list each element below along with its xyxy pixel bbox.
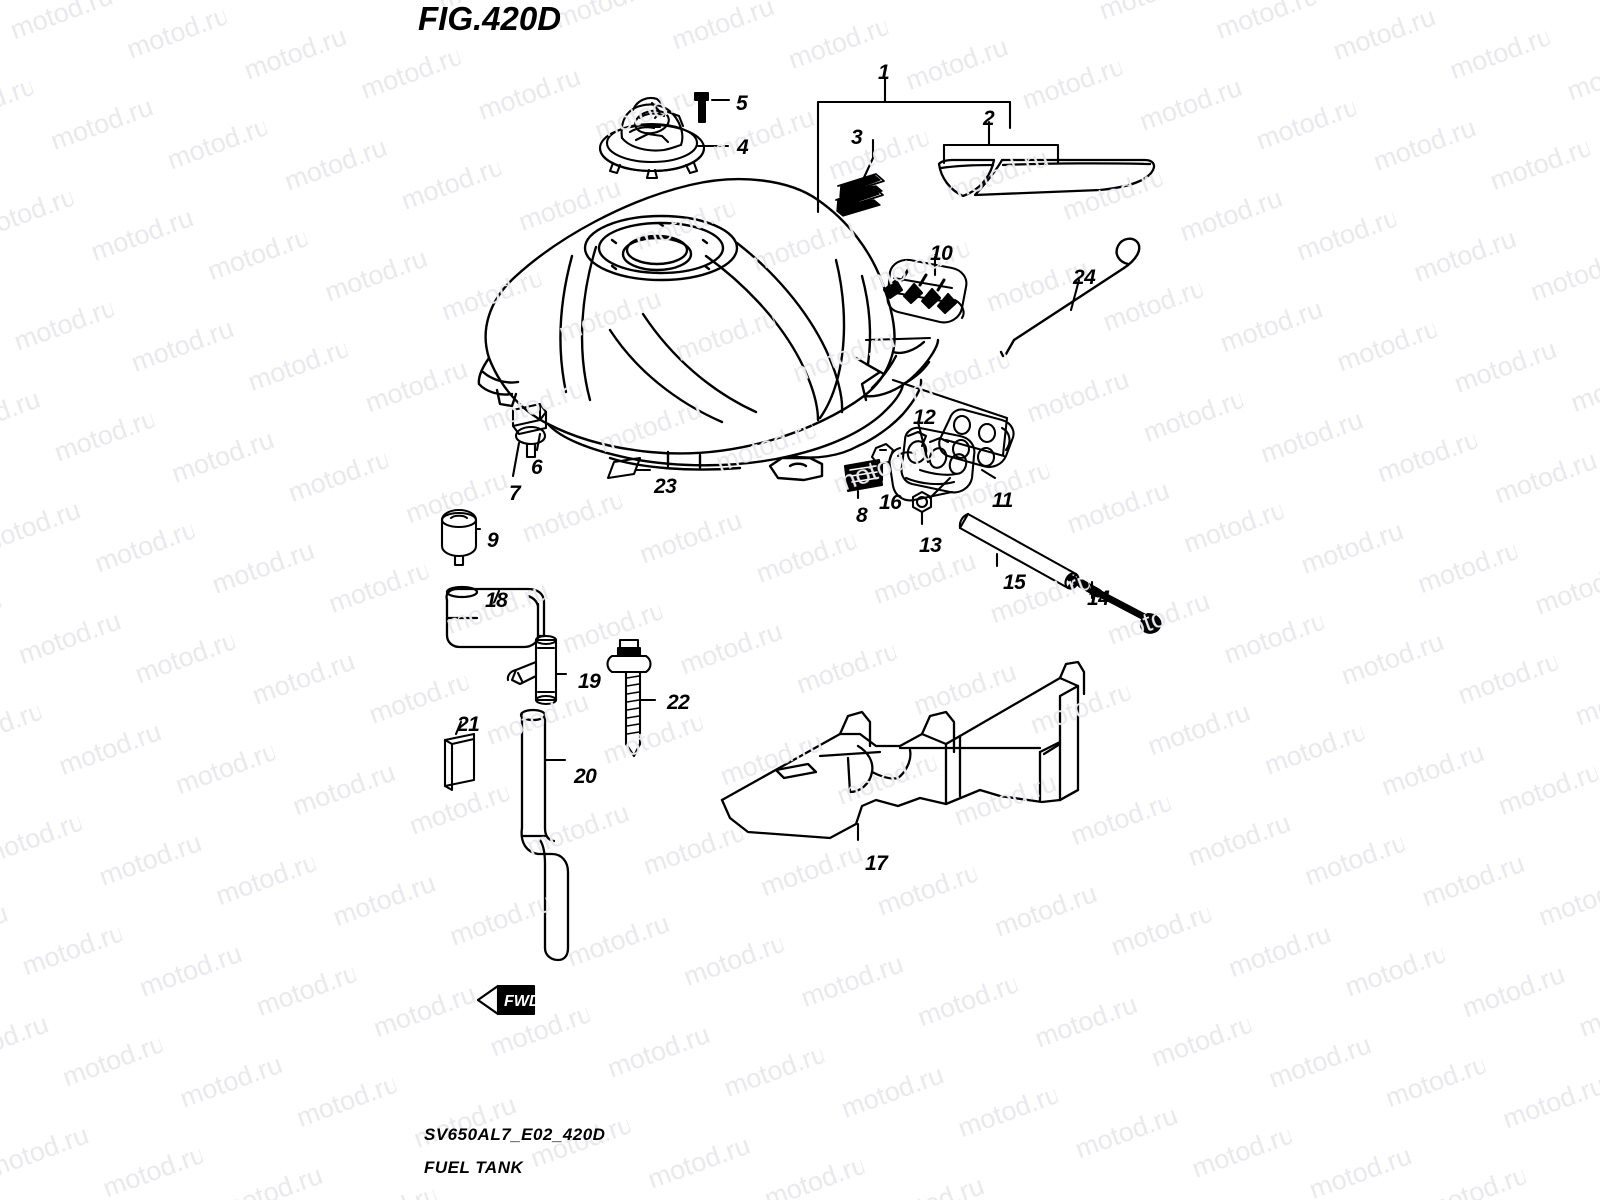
callout-three-way-joint: 19 xyxy=(578,670,601,693)
callout-tank-label: 23 xyxy=(654,475,677,498)
callout-tank-cushion: 6 xyxy=(531,456,543,479)
callout-breather-hose: 18 xyxy=(485,589,508,612)
callout-hose-clamp-band: 22 xyxy=(667,691,690,714)
callout-fuel-pump-bracket: 11 xyxy=(992,489,1013,512)
callout-fuel-cap-bolt: 5 xyxy=(736,92,748,115)
caption-name: FUEL TANK xyxy=(424,1158,524,1177)
callout-tank-pad: 8 xyxy=(856,504,868,527)
callout-pump-mount-nut: 13 xyxy=(919,534,942,557)
callout-suzuki-s-emblem: 3 xyxy=(851,126,863,149)
callout-drain-hose: 20 xyxy=(574,765,597,788)
caption-code: SV650AL7_E02_420D xyxy=(424,1125,606,1144)
callout-emblem-and-decal-set: 1 xyxy=(878,61,890,84)
callout-prop-rod: 24 xyxy=(1073,266,1096,289)
callout-fuel-pump-holder: 12 xyxy=(913,406,936,429)
callout-heat-shield: 17 xyxy=(865,852,888,875)
callout-pivot-bolt: 14 xyxy=(1087,587,1110,610)
callout-tank-decal: 2 xyxy=(983,107,995,130)
callout-spacer-collar: 15 xyxy=(1003,571,1026,594)
callout-fuel-cap-assembly: 4 xyxy=(737,136,749,159)
callout-seal-pad: 21 xyxy=(457,713,480,736)
page-title: FIG.420D xyxy=(418,0,562,37)
callout-tank-mount-grommet: 7 xyxy=(509,482,521,505)
callout-fuel-tank-cushion-cap: 9 xyxy=(487,529,499,552)
callout-wire-harness-clamp: 10 xyxy=(930,242,953,265)
callout-clip: 16 xyxy=(879,491,902,514)
